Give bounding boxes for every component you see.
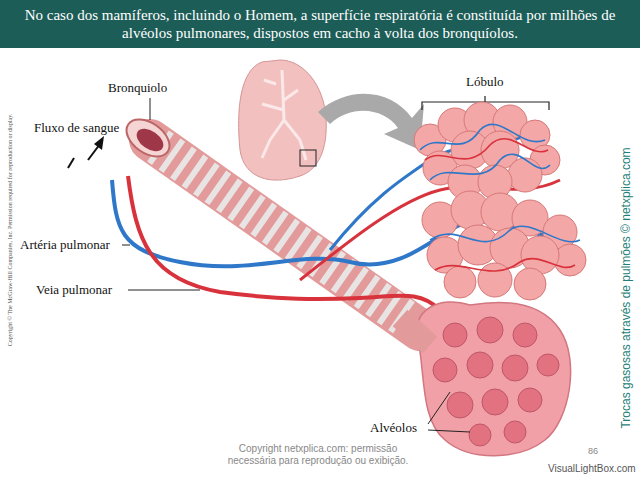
part-label: Bronquiolo: [108, 80, 167, 96]
copyright-note: Copyright © The McGraw-Hill Companies, I…: [7, 114, 13, 347]
part-label: Fluxo de sangue: [34, 120, 119, 136]
title: No caso dos mamíferos, incluindo o Homem…: [0, 0, 640, 42]
title-banner: No caso dos mamíferos, incluindo o Homem…: [0, 0, 640, 48]
watermark: VisualLightBox.com: [548, 463, 636, 474]
copyright-note: Copyright netxplica.com: permissão neces…: [218, 443, 418, 467]
part-label: Artéria pulmonar: [20, 237, 110, 253]
part-label: Alvéolos: [370, 420, 417, 436]
side-watermark: Trocas gasosas através de pulmões © netx…: [619, 147, 633, 428]
part-label: Lóbulo: [466, 74, 504, 90]
part-label: Veia pulmonar: [36, 282, 112, 298]
page-number: 86: [588, 446, 598, 456]
